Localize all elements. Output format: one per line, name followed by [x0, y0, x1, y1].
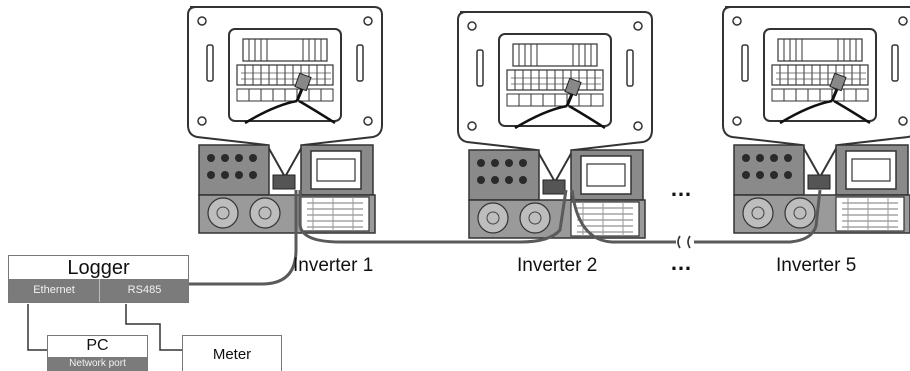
inverter-1-label: Inverter 1 [293, 255, 373, 277]
inverter-2-unit [458, 12, 652, 238]
more-inverters-ellipsis-bottom: … [670, 250, 694, 276]
cable-break-symbol [678, 236, 690, 248]
logger-ethernet-port: Ethernet [9, 279, 99, 302]
pc-network-port: Network port [48, 357, 147, 371]
pc-title: PC [48, 336, 147, 356]
pc-box: PC Network port [47, 335, 148, 371]
logger-box: Logger Ethernet RS485 [8, 255, 189, 303]
cable-logger-to-pc [28, 304, 48, 350]
logger-port-bar: Ethernet RS485 [9, 279, 188, 302]
inverter-5-label: Inverter 5 [776, 255, 856, 277]
more-inverters-ellipsis-top: … [670, 176, 694, 202]
meter-box: Meter [182, 335, 282, 371]
inverter-5-unit [723, 7, 910, 233]
logger-title: Logger [9, 256, 188, 280]
meter-title: Meter [183, 346, 281, 363]
logger-rs485-port: RS485 [99, 279, 189, 302]
inverter-2-label: Inverter 2 [517, 255, 597, 277]
inverter-1-unit [188, 7, 382, 233]
